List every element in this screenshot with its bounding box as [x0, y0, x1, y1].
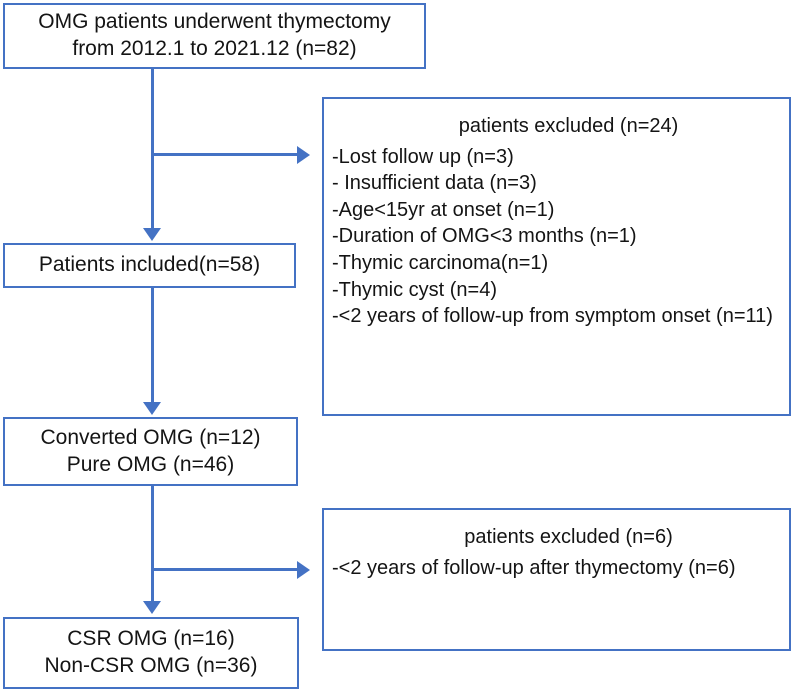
connector-enrolled-to-included-line — [151, 69, 154, 229]
connector-enrolled-to-excluded-1-line — [152, 153, 300, 156]
exclusions-first-item: -Age<15yr at onset (n=1) — [332, 198, 555, 221]
arrow-down-icon — [143, 228, 161, 241]
exclusions-second-title: patients excluded (n=6) — [464, 526, 673, 548]
node-included-line-1: Patients included(n=58) — [38, 253, 261, 277]
connector-omg-split-to-csr-split-line — [151, 486, 154, 602]
arrow-down-icon — [143, 402, 161, 415]
node-enrolled-line-1: OMG patients underwent thymectomy — [38, 10, 391, 34]
node-exclusions-second: patients excluded (n=6) -<2 years of fol… — [322, 508, 791, 651]
node-exclusions-first: patients excluded (n=24) -Lost follow up… — [322, 97, 791, 416]
exclusions-first-item: -Thymic cyst (n=4) — [332, 278, 498, 301]
arrow-right-icon — [297, 561, 310, 579]
exclusions-first-item: - Insufficient data (n=3) — [332, 172, 537, 195]
connector-omg-split-to-excluded-2-line — [152, 568, 300, 571]
exclusions-first-item: -Lost follow up (n=3) — [332, 145, 514, 168]
connector-included-to-omg-split-line — [151, 288, 154, 403]
exclusions-first-title: patients excluded (n=24) — [458, 115, 679, 137]
exclusions-first-item: -<2 years of follow-up from symptom onse… — [332, 305, 773, 328]
exclusions-first-item: -Duration of OMG<3 months (n=1) — [332, 225, 637, 248]
node-omg-subtypes: Converted OMG (n=12) Pure OMG (n=46) — [3, 417, 298, 486]
node-enrolled-line-2: from 2012.1 to 2021.12 (n=82) — [72, 37, 357, 60]
exclusions-first-item: -Thymic carcinoma(n=1) — [332, 251, 549, 274]
node-csr-outcome: CSR OMG (n=16) Non-CSR OMG (n=36) — [3, 617, 299, 689]
node-csr-split-line-1: CSR OMG (n=16) — [67, 627, 235, 651]
node-patients-included: Patients included(n=58) — [3, 243, 296, 288]
node-csr-split-line-2: Non-CSR OMG (n=36) — [44, 654, 258, 677]
exclusions-second-item: -<2 years of follow-up after thymectomy … — [332, 556, 736, 579]
node-omg-split-line-2: Pure OMG (n=46) — [66, 452, 235, 476]
arrow-right-icon — [297, 146, 310, 164]
arrow-down-icon — [143, 601, 161, 614]
node-enrolled-patients: OMG patients underwent thymectomy from 2… — [3, 3, 426, 69]
node-omg-split-line-1: Converted OMG (n=12) — [40, 425, 261, 449]
